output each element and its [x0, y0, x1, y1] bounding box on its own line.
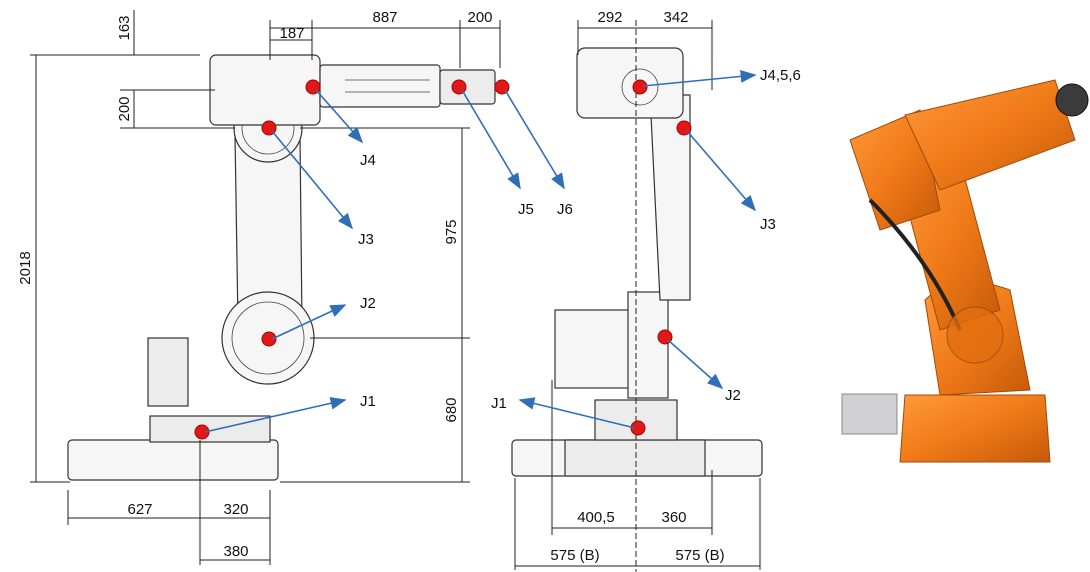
label-j4-side: J4 — [360, 152, 376, 169]
photo-motor-box — [841, 393, 898, 435]
dim-627: 627 — [127, 501, 152, 518]
arrow-j1 — [204, 396, 347, 433]
arrow-j5 — [461, 89, 521, 190]
dim-342: 342 — [663, 9, 688, 26]
label-j3-front: J3 — [760, 216, 776, 233]
arrow-j456 — [642, 70, 757, 87]
arrow-j3 — [271, 130, 354, 230]
side-upper-arm — [209, 54, 321, 126]
dim-163: 163 — [116, 15, 133, 40]
dim-887: 887 — [372, 9, 397, 26]
dim-400-5: 400,5 — [577, 509, 615, 526]
dim-975: 975 — [443, 219, 460, 244]
label-j3-side: J3 — [358, 231, 374, 248]
arrow-j1-front — [518, 397, 636, 429]
label-j456: J4,5,6 — [760, 67, 801, 84]
side-joint-j1 — [194, 424, 210, 440]
dim-320: 320 — [223, 501, 248, 518]
photo-base — [899, 394, 1051, 463]
side-view: 163 200 2018 975 680 187 887 200 627 320… — [17, 9, 573, 565]
label-j2-front: J2 — [725, 387, 741, 404]
front-joint-j1 — [630, 420, 646, 436]
front-base-center — [564, 439, 706, 477]
side-base-top — [149, 415, 271, 443]
dim-200-horizontal: 200 — [467, 9, 492, 26]
label-j5: J5 — [518, 201, 534, 218]
front-view: 292 342 400,5 360 575 (B) 575 (B) J1 J2 … — [491, 9, 801, 572]
side-forearm — [319, 64, 441, 108]
front-wrist-head — [576, 47, 684, 119]
dim-200-vertical: 200 — [116, 96, 133, 121]
dim-187: 187 — [279, 25, 304, 42]
arrow-j4 — [315, 89, 364, 144]
label-j1-side: J1 — [360, 393, 376, 410]
photo-flange — [1055, 83, 1089, 117]
robot-photo — [841, 79, 1089, 463]
label-j1-front: J1 — [491, 395, 507, 412]
dim-2018: 2018 — [17, 251, 34, 284]
dim-292: 292 — [597, 9, 622, 26]
arrow-j3-front — [686, 130, 757, 212]
photo-upper-arm — [904, 79, 1076, 191]
arrow-j6 — [504, 89, 565, 190]
dim-575-right: 575 (B) — [675, 547, 724, 564]
front-lower-column — [627, 291, 669, 399]
side-base — [67, 439, 279, 481]
label-j2-side: J2 — [360, 295, 376, 312]
arrow-j2 — [271, 304, 347, 340]
dim-360: 360 — [661, 509, 686, 526]
front-joint-j456 — [632, 79, 648, 95]
dim-575-left: 575 (B) — [550, 547, 599, 564]
label-j6: J6 — [557, 201, 573, 218]
side-motor — [147, 337, 189, 407]
arrow-j2-front — [667, 339, 724, 390]
side-joint-j2 — [261, 331, 277, 347]
dim-680: 680 — [443, 397, 460, 422]
front-motor — [554, 309, 631, 389]
dim-380: 380 — [223, 543, 248, 560]
